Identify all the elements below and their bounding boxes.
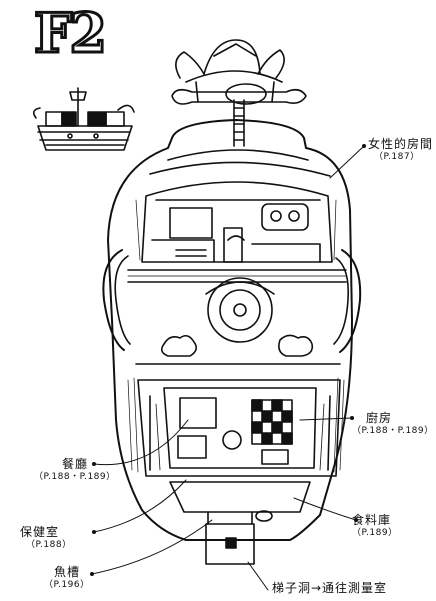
lower-deck (137, 379, 341, 477)
hull-outline (107, 119, 353, 541)
callout-name: 梯子洞→通往測量室 (272, 581, 388, 595)
callout-name: 餐廳 (62, 457, 89, 471)
callout-page-ref: （P.188） (26, 539, 72, 550)
callout-name: 食料庫 (352, 513, 392, 527)
callout-name: 廚房 (366, 411, 393, 425)
ship-side-view-icon (32, 87, 135, 151)
figurehead (171, 39, 307, 105)
callout-pantry: 食料庫 （P.189） (352, 513, 398, 538)
upper-room (141, 181, 333, 263)
callout-page-ref: （P.196） (44, 579, 90, 590)
callout-womens-room: 女性的房間 （P.187） (368, 137, 434, 162)
leader-lines (91, 145, 365, 591)
ladder (233, 99, 245, 147)
callout-page-ref: （P.187） (374, 151, 420, 162)
callout-page-ref: （P.188・P.189） (352, 425, 434, 436)
callout-name: 女性的房間 (368, 137, 434, 151)
hull-hatching (127, 199, 345, 473)
callout-fish-tank: 魚槽 （P.196） (44, 565, 90, 590)
callout-page-ref: （P.188・P.189） (34, 471, 116, 482)
callout-page-ref: （P.189） (352, 527, 398, 538)
floor-label: F2 (33, 1, 109, 65)
bottom-compartment (169, 481, 311, 565)
callout-dining: 餐廳 （P.188・P.189） (34, 457, 116, 482)
middle-deck (127, 269, 347, 365)
callout-kitchen: 廚房 （P.188・P.189） (352, 411, 434, 436)
callout-name: 魚槽 (54, 565, 81, 579)
callout-ladder: 梯子洞→通往測量室 (272, 581, 388, 596)
callout-name: 保健室 (20, 525, 60, 539)
callout-storage: 保健室 （P.188） (20, 525, 72, 550)
